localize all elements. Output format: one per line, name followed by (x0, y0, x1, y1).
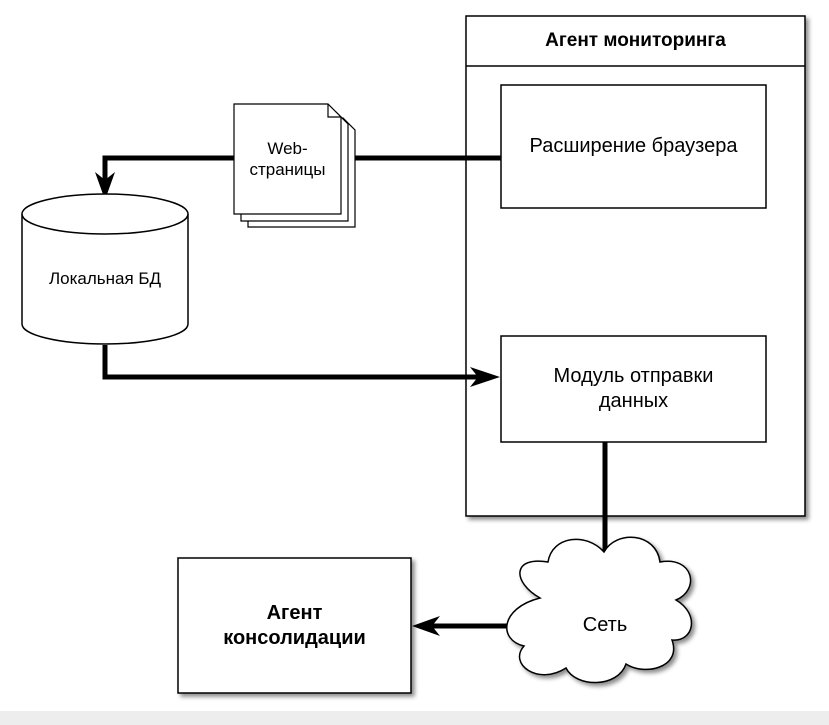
extension-to-db-connector (102, 155, 501, 180)
bottom-band (0, 711, 829, 725)
db-to-module-connector (102, 345, 478, 380)
network-label: Сеть (582, 613, 628, 636)
consolidation-agent-label: Агент консолидации (223, 601, 366, 649)
cloud-icon (506, 536, 693, 684)
browser-extension-box[interactable] (500, 84, 767, 209)
monitoring-agent-title: Агент мониторинга (545, 30, 726, 52)
send-module-label: Модуль отправки данных (553, 365, 714, 412)
arrowhead-left-icon (412, 616, 440, 636)
consolidation-agent-box[interactable] (177, 557, 412, 694)
web-pages-label: Web- страницы (249, 138, 326, 179)
arrowhead-down-icon (95, 172, 115, 200)
local-db-label: Локальная БД (48, 269, 162, 289)
database-icon (21, 193, 189, 345)
web-pages-document-icon (233, 103, 356, 228)
arrowhead-right-icon (470, 367, 500, 387)
send-module-box[interactable] (500, 335, 767, 443)
browser-extension-label: Расширение браузера (529, 135, 738, 157)
